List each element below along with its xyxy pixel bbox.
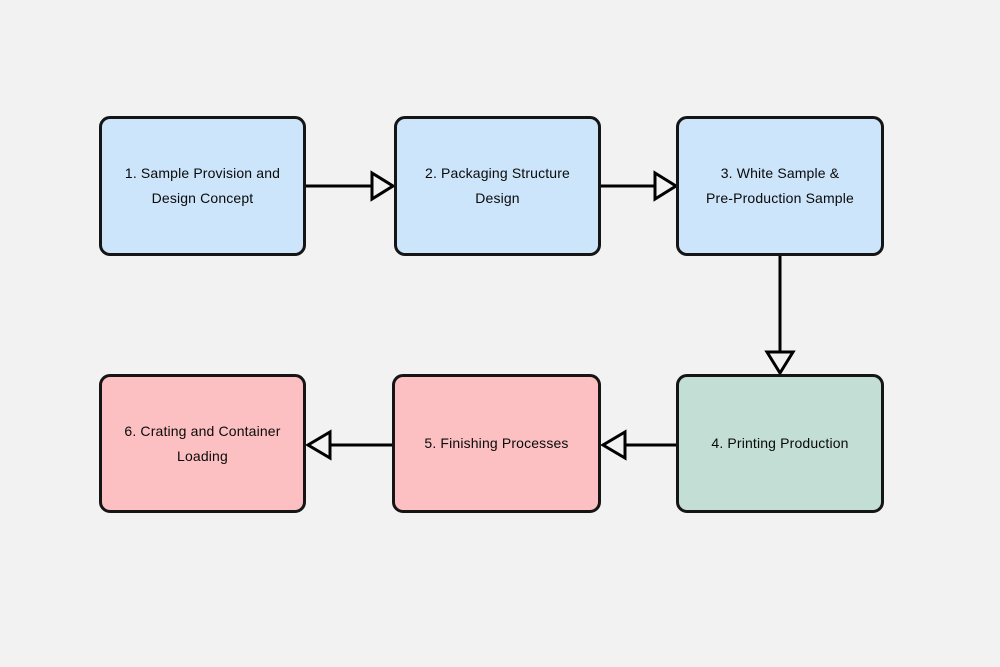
edge-node3-to-node4 (764, 256, 796, 376)
flow-node-6-crating-and-container-loading[interactable]: 6. Crating and Container Loading (99, 374, 306, 513)
flow-node-3-label: 3. White Sample & Pre-Production Sample (706, 165, 854, 206)
flow-node-3-white-sample-and-pre-production-sample[interactable]: 3. White Sample & Pre-Production Sample (676, 116, 884, 256)
edge-node2-to-node3 (601, 170, 679, 202)
flow-node-4-printing-production[interactable]: 4. Printing Production (676, 374, 884, 513)
flow-node-2-label: 2. Packaging Structure Design (425, 165, 570, 206)
flow-node-5-label: 5. Finishing Processes (424, 435, 569, 451)
flow-node-1-label: 1. Sample Provision and Design Concept (124, 165, 281, 206)
flow-node-5-finishing-processes[interactable]: 5. Finishing Processes (392, 374, 601, 513)
edge-node5-to-node6 (305, 429, 392, 461)
flow-node-6-label: 6. Crating and Container Loading (124, 422, 281, 464)
flow-node-2-packaging-structure-design[interactable]: 2. Packaging Structure Design (394, 116, 601, 256)
edge-node1-to-node2 (306, 170, 396, 202)
edge-node4-to-node5 (600, 429, 676, 461)
flow-node-1-sample-provision-and-design-concept[interactable]: 1. Sample Provision and Design Concept (99, 116, 306, 256)
flow-node-4-label: 4. Printing Production (711, 435, 849, 451)
